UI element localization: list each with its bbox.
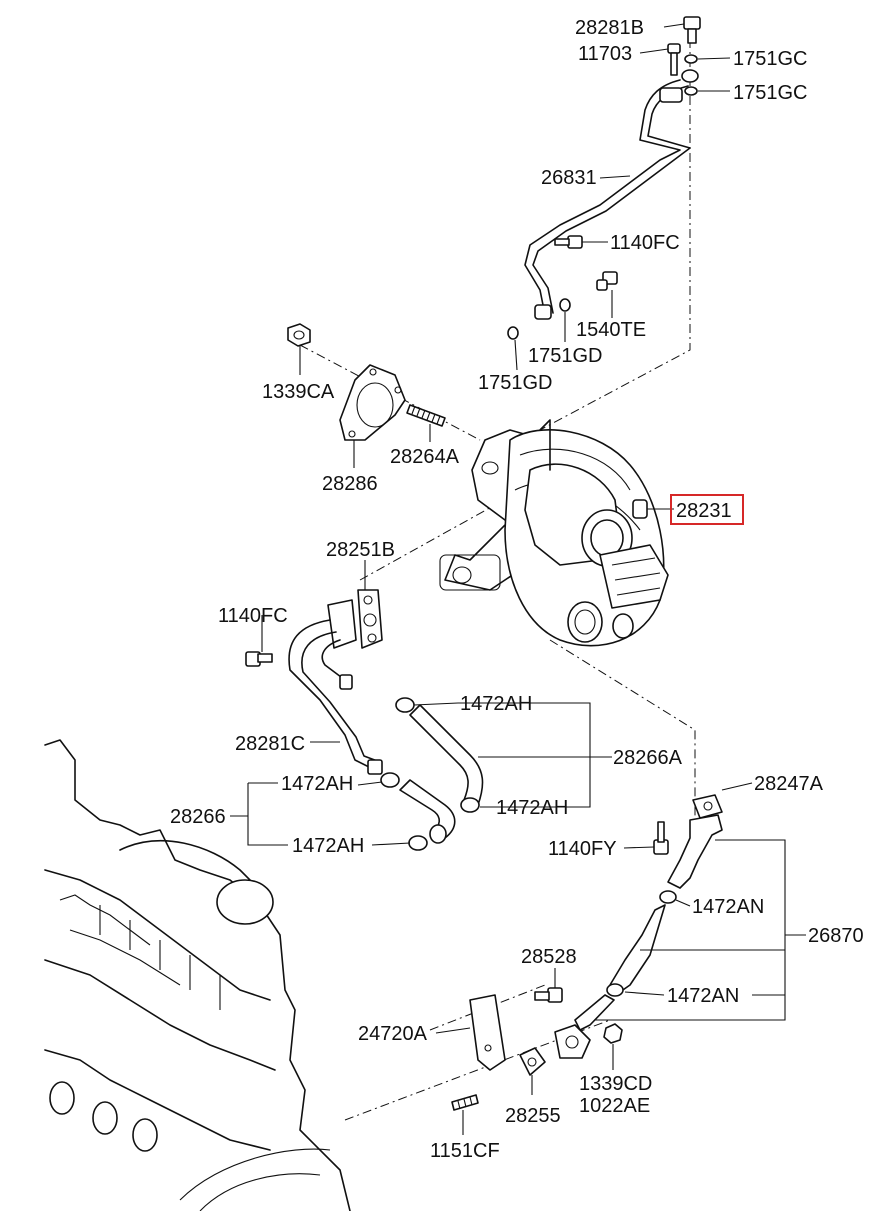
pipe-26870	[554, 814, 723, 1059]
label-1022AE[interactable]: 1022AE	[579, 1095, 650, 1117]
label-28255[interactable]: 28255	[505, 1105, 561, 1127]
label-1472AH-left-lower[interactable]: 1472AH	[292, 835, 364, 857]
bolt-28528	[534, 987, 563, 1003]
label-28281B[interactable]: 28281B	[575, 17, 644, 39]
nut-1339CA	[287, 323, 311, 347]
turbocharger-28231	[439, 419, 669, 647]
label-28247A[interactable]: 28247A	[754, 773, 824, 795]
label-28266A[interactable]: 28266A	[613, 747, 683, 769]
label-1540TE[interactable]: 1540TE	[576, 319, 646, 341]
label-1339CD[interactable]: 1339CD	[579, 1073, 652, 1095]
label-1140FY[interactable]: 1140FY	[548, 838, 617, 860]
part-labels: 28281B 11703 1751GC 1751GC 26831 1140FC …	[170, 17, 864, 1162]
label-28281C[interactable]: 28281C	[235, 733, 305, 755]
label-28231[interactable]: 28231	[676, 500, 732, 522]
label-28286[interactable]: 28286	[322, 473, 378, 495]
label-1140FC-lower[interactable]: 1140FC	[218, 605, 288, 627]
label-1472AN-lower[interactable]: 1472AN	[667, 985, 739, 1007]
label-1751GD-upper[interactable]: 1751GD	[528, 345, 603, 367]
label-1751GC-bottom[interactable]: 1751GC	[733, 82, 808, 104]
nut-1339CD	[603, 1023, 623, 1044]
label-1751GD-lower[interactable]: 1751GD	[478, 372, 553, 394]
label-1339CA[interactable]: 1339CA	[262, 381, 335, 403]
label-1472AH-left-upper[interactable]: 1472AH	[281, 773, 353, 795]
bolt-1540TE	[596, 271, 618, 291]
label-26831[interactable]: 26831	[541, 167, 597, 189]
oil-return-pipe-28281C	[288, 599, 383, 775]
stud-28264A	[406, 404, 446, 427]
bolt-28281B	[683, 16, 701, 44]
bolt-11703	[667, 43, 681, 76]
label-26870[interactable]: 26870	[808, 925, 864, 947]
gasket-28251B	[357, 589, 383, 649]
label-1472AH-right[interactable]: 1472AH	[496, 797, 568, 819]
label-1751GC-top[interactable]: 1751GC	[733, 48, 808, 70]
oil-feed-pipe-26831	[524, 79, 691, 320]
label-28251B[interactable]: 28251B	[326, 539, 395, 561]
engine-block-outline	[44, 739, 351, 1211]
gasket-28247A	[692, 794, 723, 819]
hose-28266	[399, 779, 456, 844]
bolt-1140FY	[653, 821, 669, 855]
gasket-28286	[339, 364, 406, 441]
bolt-1140FC-lower	[245, 651, 273, 667]
gasket-28255	[519, 1047, 546, 1076]
leader-lines	[230, 23, 806, 1135]
washers-1751GC	[681, 54, 699, 96]
label-28266[interactable]: 28266	[170, 806, 226, 828]
label-1140FC-upper[interactable]: 1140FC	[610, 232, 680, 254]
label-28528[interactable]: 28528	[521, 946, 577, 968]
washers-1751GD	[507, 298, 571, 340]
label-1472AH-upper[interactable]: 1472AH	[460, 693, 532, 715]
stud-1151CF	[451, 1094, 479, 1111]
highlight-box-28231	[670, 494, 744, 525]
label-11703[interactable]: 11703	[578, 43, 632, 65]
label-28264A[interactable]: 28264A	[390, 446, 460, 468]
label-24720A[interactable]: 24720A	[358, 1023, 428, 1045]
label-1472AN-upper[interactable]: 1472AN	[692, 896, 764, 918]
label-1151CF[interactable]: 1151CF	[430, 1140, 500, 1162]
bolt-1140FC-upper	[554, 235, 583, 249]
bracket-24720A	[469, 994, 506, 1071]
clamps-1472AN	[606, 890, 677, 997]
